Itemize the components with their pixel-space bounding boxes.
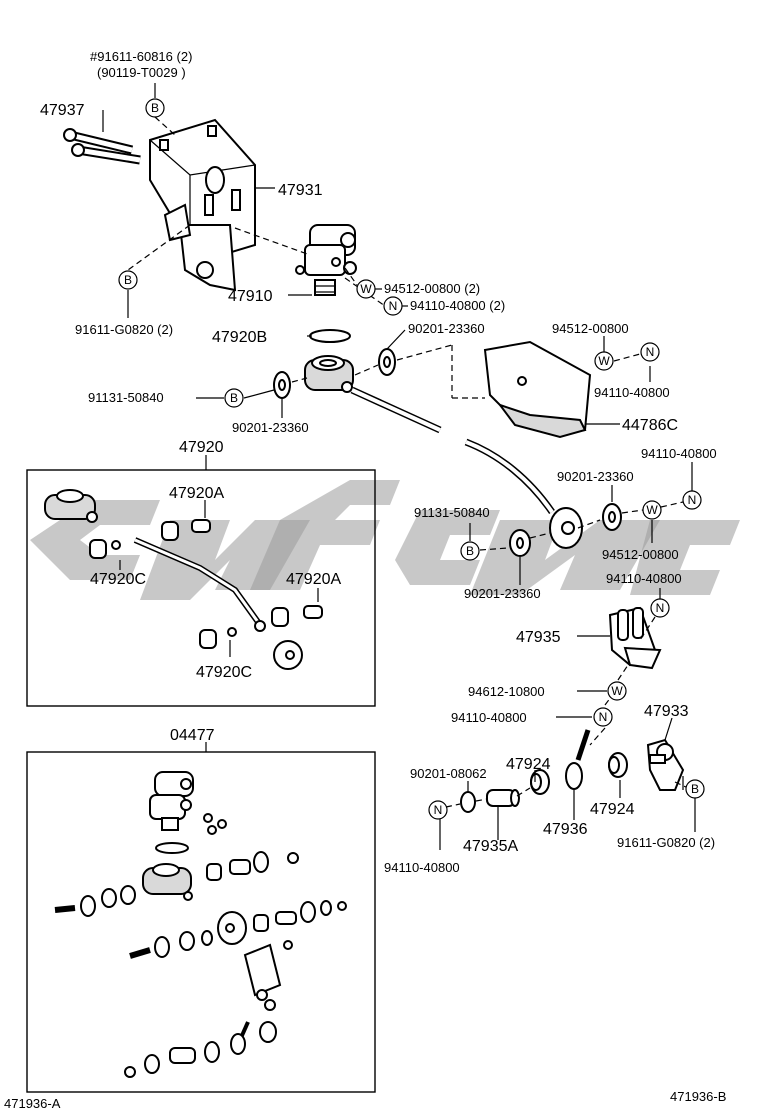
label-47920C-1: 47920C: [90, 571, 146, 588]
kit-04477-parts: [54, 771, 347, 1078]
svg-text:W: W: [598, 354, 610, 368]
kit-47920-parts: [44, 489, 323, 670]
label-91131-50840-b: 91131-50840: [414, 505, 490, 520]
bolt-47937: [63, 128, 141, 165]
reference-markers: B B W N B W N W N B N W N B N: [118, 98, 705, 820]
label-94110-40800-e: 94110-40800: [384, 860, 460, 875]
label-94110-40800-2: 94110-40800 (2): [410, 298, 505, 313]
label-90201-23360-mid: 90201-23360: [232, 420, 309, 435]
footer-code-left: 471936-A: [4, 1096, 61, 1111]
label-44786C: 44786C: [622, 417, 678, 434]
marker-w-icon: W: [356, 279, 376, 299]
washer-hole: [383, 356, 391, 368]
label-94110-40800-d: 94110-40800: [451, 710, 527, 725]
marker-n-icon: N: [640, 342, 660, 362]
label-94512-00800-b: 94512-00800: [602, 547, 679, 562]
label-90201-08062: 90201-08062: [410, 766, 487, 781]
label-90119-T0029: (90119-T0029 ): [97, 65, 186, 80]
label-90201-23360-b: 90201-23360: [557, 469, 634, 484]
label-47924-2: 47924: [590, 801, 635, 818]
label-47920A-1: 47920A: [169, 485, 224, 502]
label-91611-G0820-right: 91611-G0820 (2): [617, 835, 715, 850]
svg-text:B: B: [124, 273, 132, 287]
bracket-47935: [608, 606, 662, 670]
washer-hole: [278, 379, 286, 391]
bushing-47924-a: [530, 769, 550, 795]
label-47935A: 47935A: [463, 838, 518, 855]
marker-w-icon: W: [642, 500, 662, 520]
clip-47920B: [309, 329, 351, 343]
svg-text:B: B: [230, 391, 238, 405]
marker-b-icon: B: [224, 388, 244, 408]
marker-b-icon: B: [685, 779, 705, 799]
sleeve-47935A: [486, 789, 520, 807]
label-47936: 47936: [543, 821, 588, 838]
link-rod: [464, 438, 583, 549]
label-90201-23360-top: 90201-23360: [408, 321, 485, 336]
marker-w-icon: W: [607, 681, 627, 701]
label-47920: 47920: [179, 439, 224, 456]
label-94110-40800-c: 94110-40800: [606, 571, 682, 586]
label-47910: 47910: [228, 288, 273, 305]
lever-assembly-upper: [304, 355, 442, 434]
label-90201-23360-c: 90201-23360: [464, 586, 541, 601]
bracket-47931: [149, 118, 256, 292]
bushing-47924-b: [608, 752, 628, 778]
washer-90201-08062: [460, 791, 476, 813]
valve-47910: [295, 224, 357, 296]
footer-code-right: 471936-B: [670, 1089, 726, 1104]
label-47935: 47935: [516, 629, 561, 646]
marker-b-icon: B: [460, 541, 480, 561]
svg-text:W: W: [611, 684, 623, 698]
svg-text:B: B: [151, 101, 159, 115]
label-94612-10800: 94612-10800: [468, 684, 545, 699]
part-labels: #91611-60816 (2) (90119-T0029 ) 47937 47…: [4, 49, 726, 1111]
leader-lines: [102, 83, 696, 850]
svg-text:B: B: [466, 544, 474, 558]
kit-04477-frame: [26, 751, 376, 1093]
label-94110-40800-right: 94110-40800: [594, 385, 670, 400]
bracket-47933: [646, 738, 685, 791]
label-91131-50840-top: 91131-50840: [88, 390, 164, 405]
marker-b-icon: B: [145, 98, 165, 118]
svg-text:B: B: [691, 782, 699, 796]
label-91611-60816: #91611-60816 (2): [90, 49, 192, 64]
svg-text:W: W: [646, 503, 658, 517]
label-47937: 47937: [40, 102, 85, 119]
marker-n-icon: N: [682, 490, 702, 510]
svg-text:N: N: [599, 710, 608, 724]
svg-text:N: N: [434, 803, 443, 817]
svg-text:N: N: [389, 299, 398, 313]
svg-text:N: N: [646, 345, 655, 359]
svg-text:W: W: [360, 282, 372, 296]
kit-47920-frame: [26, 469, 376, 707]
label-94512-00800-2: 94512-00800 (2): [384, 281, 480, 296]
marker-n-icon: N: [383, 296, 403, 316]
label-47920C-2: 47920C: [196, 664, 252, 681]
label-91611-G0820-left: 91611-G0820 (2): [75, 322, 173, 337]
marker-w-icon: W: [594, 351, 614, 371]
marker-n-icon: N: [428, 800, 448, 820]
label-47920A-2: 47920A: [286, 571, 341, 588]
svg-text:N: N: [656, 601, 665, 615]
marker-b-icon: B: [118, 270, 138, 290]
marker-n-icon: N: [593, 707, 613, 727]
label-47924-1: 47924: [506, 756, 551, 773]
label-47920B: 47920B: [212, 329, 267, 346]
eyebolt-47936: [565, 729, 591, 790]
label-94512-00800-right: 94512-00800: [552, 321, 629, 336]
label-47933: 47933: [644, 703, 689, 720]
washer-hole: [608, 511, 616, 523]
label-94110-40800-a: 94110-40800: [641, 446, 717, 461]
label-47931: 47931: [278, 182, 323, 199]
marker-n-icon: N: [650, 598, 670, 618]
washer-hole: [516, 537, 524, 549]
svg-text:N: N: [688, 493, 697, 507]
cover-44786C: [483, 340, 592, 439]
label-04477: 04477: [170, 727, 215, 744]
